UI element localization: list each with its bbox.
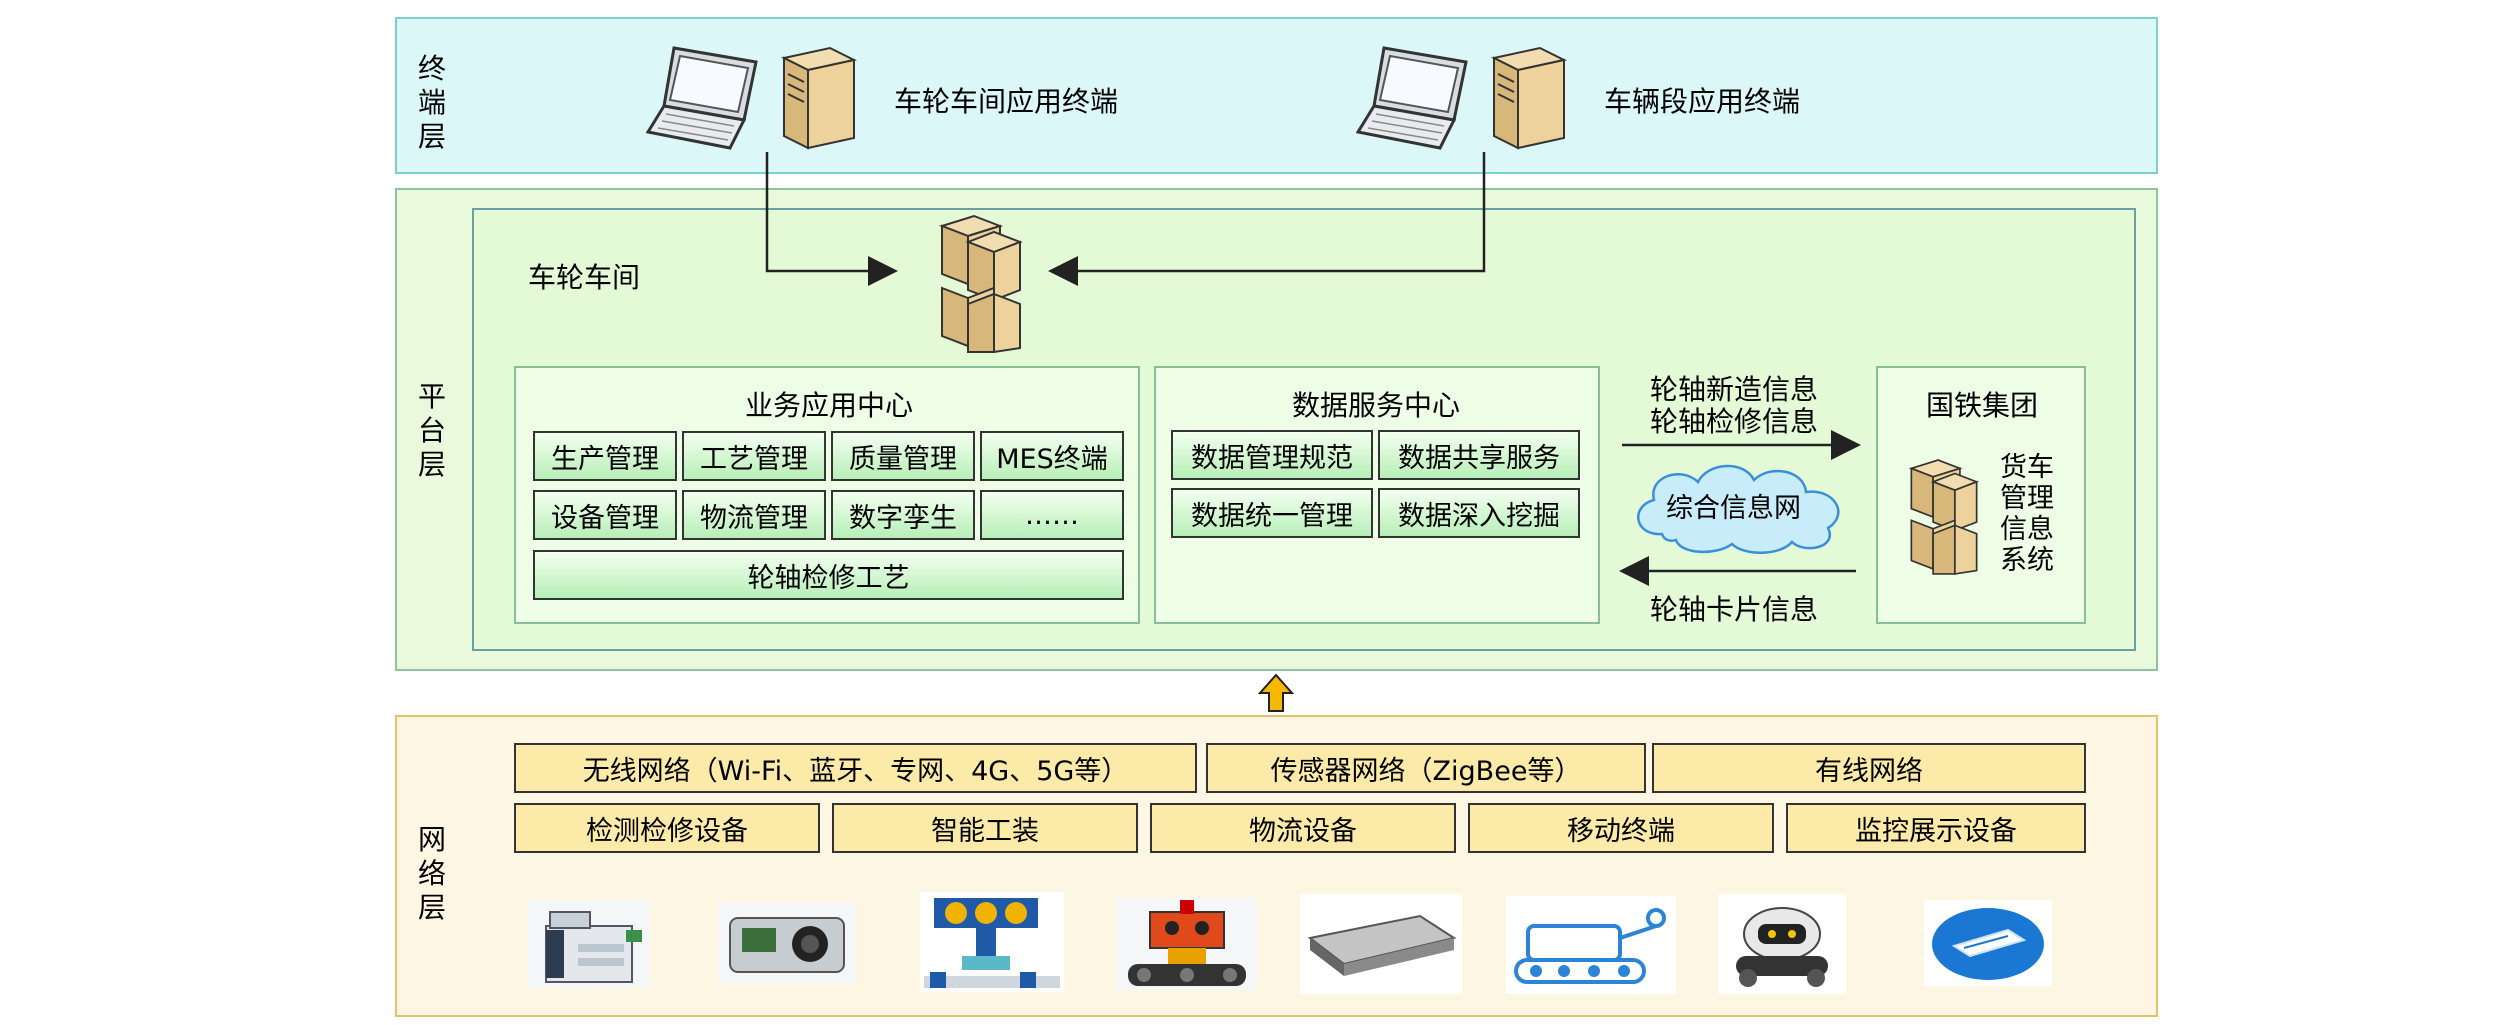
module-logistics[interactable]: 物流管理 — [682, 490, 826, 540]
sensor-device-icon — [718, 902, 856, 984]
workshop-terminal-label: 车轮车间应用终端 — [894, 85, 1119, 118]
upload-arrow-icon — [1258, 673, 1294, 712]
tablet-device-icon — [1300, 894, 1462, 994]
terminal-layer-label: 终端层 — [417, 52, 446, 153]
data-mining[interactable]: 数据深入挖掘 — [1378, 488, 1580, 538]
freight-system-label: 货车管理信息系统 — [2000, 452, 2054, 576]
inspection-robot-icon — [1506, 896, 1676, 994]
group-title: 国铁集团 — [1926, 389, 2039, 422]
business-center-title: 业务应用中心 — [745, 389, 914, 422]
cloud-icon — [1637, 464, 1840, 554]
module-equipment[interactable]: 设备管理 — [533, 490, 677, 540]
security-robot-icon — [1718, 894, 1846, 994]
logistics-equipment[interactable]: 物流设备 — [1150, 803, 1456, 853]
data-spec[interactable]: 数据管理规范 — [1171, 430, 1373, 480]
new-axle-info: 轮轴新造信息 — [1650, 373, 1819, 406]
tower-server-icon — [781, 46, 857, 150]
rfid-tag-icon — [1924, 900, 2052, 986]
smart-tooling[interactable]: 智能工装 — [832, 803, 1138, 853]
wired-network[interactable]: 有线网络 — [1652, 743, 2086, 793]
data-unified[interactable]: 数据统一管理 — [1171, 488, 1373, 538]
platform-layer-label: 平台层 — [417, 380, 446, 481]
printer-icon — [528, 900, 650, 988]
module-more[interactable]: …… — [980, 490, 1124, 540]
workshop-title: 车轮车间 — [528, 261, 641, 294]
tower-server-icon — [1491, 46, 1567, 150]
module-quality[interactable]: 质量管理 — [831, 431, 975, 481]
data-share[interactable]: 数据共享服务 — [1378, 430, 1580, 480]
module-axle-repair-process[interactable]: 轮轴检修工艺 — [533, 550, 1124, 600]
monitor-display-device[interactable]: 监控展示设备 — [1786, 803, 2086, 853]
wireless-network[interactable]: 无线网络（Wi-Fi、蓝牙、专网、4G、5G等） — [514, 743, 1197, 793]
server-stack-icon — [938, 214, 1023, 354]
module-production[interactable]: 生产管理 — [533, 431, 677, 481]
axle-card-info: 轮轴卡片信息 — [1650, 593, 1819, 626]
module-digital-twin[interactable]: 数字孪生 — [831, 490, 975, 540]
laptop-icon — [1356, 46, 1468, 150]
robot-arm-icon — [920, 892, 1064, 992]
cloud-network-label: 综合信息网 — [1666, 493, 1801, 524]
module-mes[interactable]: MES终端 — [980, 431, 1124, 481]
module-process[interactable]: 工艺管理 — [682, 431, 826, 481]
data-center-title: 数据服务中心 — [1292, 389, 1461, 422]
depot-terminal-label: 车辆段应用终端 — [1604, 85, 1801, 118]
mobile-terminal[interactable]: 移动终端 — [1468, 803, 1774, 853]
inspection-equipment[interactable]: 检测检修设备 — [514, 803, 820, 853]
laptop-icon — [646, 46, 758, 150]
network-layer-label: 网络层 — [417, 823, 446, 924]
repair-axle-info: 轮轴检修信息 — [1650, 405, 1819, 438]
server-stack-icon — [1908, 459, 1979, 575]
sensor-network[interactable]: 传感器网络（ZigBee等） — [1206, 743, 1646, 793]
wheeled-robot-icon — [1116, 898, 1258, 990]
